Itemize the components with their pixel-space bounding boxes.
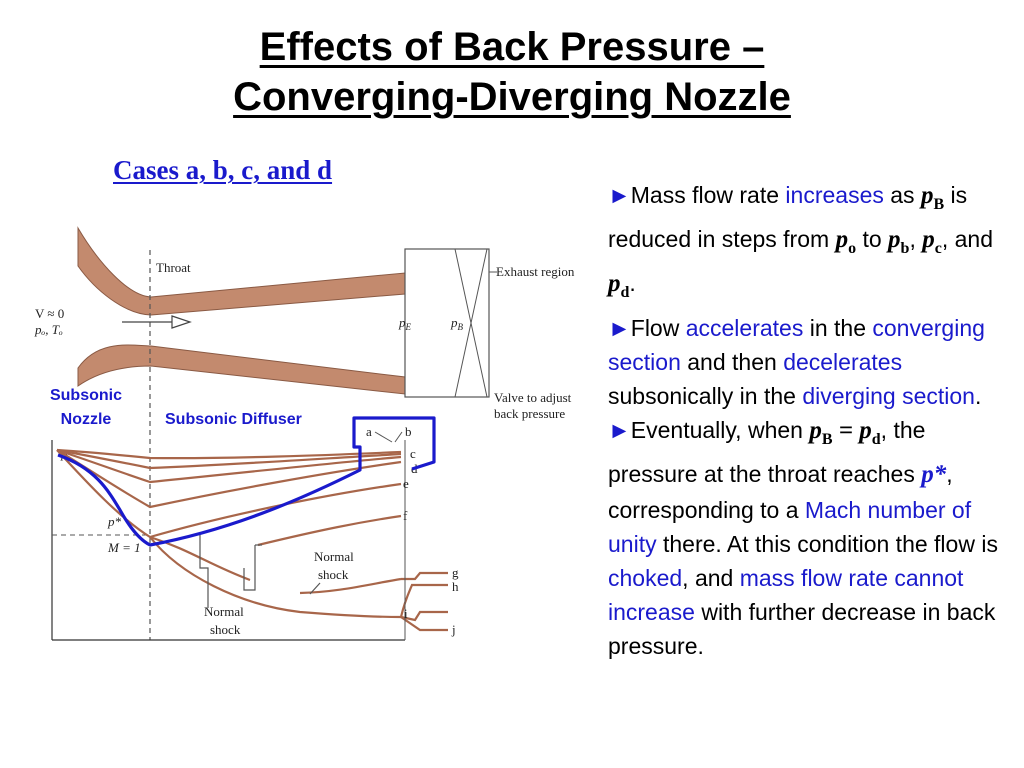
curve-f [257, 514, 402, 547]
normal-shock-left-line-2: shock [210, 622, 241, 637]
exit-curves [399, 571, 448, 632]
inlet-conditions-label: pₒ, Tₒ [34, 322, 63, 337]
symbol-pc: pc [922, 226, 942, 258]
highlight-mass-flow: mass flow rate cannot increase [608, 565, 964, 626]
symbol-pd: pd [608, 270, 630, 302]
curve-letter-c: c [410, 446, 416, 461]
highlight-mach: Mach number of unity [608, 496, 972, 557]
right-shock-pointer [309, 582, 321, 595]
symbol-pb: pb [888, 226, 910, 258]
shock-lines [199, 535, 321, 608]
cases-subtitle: Cases a, b, c, and d [113, 155, 333, 185]
valve-label-line-2: back pressure [494, 406, 565, 421]
exit-g [401, 571, 448, 581]
curve-b [56, 448, 402, 470]
curve-e [56, 449, 402, 539]
center-shock [243, 545, 256, 591]
pe-label: pE [398, 315, 412, 332]
bullet-mass-flow: ►Mass flow rate increases as pB is reduc… [608, 182, 993, 302]
pb-label: pB [450, 315, 464, 332]
lower-nozzle-wall [77, 344, 406, 395]
symbol-po: po [835, 226, 857, 258]
normal-shock-right-line-2: shock [318, 567, 349, 582]
exit-h [399, 583, 448, 618]
normal-shock-right-line-1: Normal [314, 549, 354, 564]
valve-label-line-1: Valve to adjust [494, 390, 572, 405]
velocity-label: V ≈ 0 [35, 306, 64, 321]
exit-j [400, 616, 448, 632]
normal-shock-left-line-1: Normal [204, 604, 244, 619]
nozzle-diagram: Throat V ≈ 0 pₒ, Tₒ Exhaust region pE pB… [34, 226, 575, 641]
curve-letter-i: i [404, 606, 408, 621]
pstar-label: p* [107, 514, 122, 529]
case-d-highlight [57, 416, 436, 547]
curve-letter-j: j [451, 622, 456, 637]
curve-letter-a: a [366, 424, 372, 439]
curve-letter-h: h [452, 579, 459, 594]
title-line-1: Effects of Back Pressure – [259, 25, 765, 69]
upper-nozzle-wall [77, 226, 406, 316]
highlight-diverging: diverging section [802, 383, 975, 410]
bullet-marker: ► [608, 314, 631, 341]
highlight-choked: choked [608, 565, 683, 592]
highlight-converging: converging section [608, 314, 985, 375]
curve-g [299, 577, 402, 595]
exit-i [400, 610, 448, 622]
curve-letter-f: f [403, 508, 408, 523]
subsonic-nozzle-line-2: Nozzle [61, 411, 112, 428]
curve-letter-e: e [403, 476, 409, 491]
valve-line-2 [454, 248, 488, 398]
mach-label: M = 1 [107, 540, 141, 555]
subsonic-nozzle-line-1: Subsonic [50, 387, 122, 404]
explanation-bullets: ►Mass flow rate increases as pB is reduc… [608, 178, 1008, 664]
bullet-flow: ►Flow accelerates in the converging sect… [608, 314, 985, 410]
left-shock [199, 535, 209, 608]
subsonic-diffuser-label: Subsonic Diffuser [165, 411, 302, 428]
highlight-increases: increases [785, 182, 884, 208]
curve-letter-g: g [452, 565, 459, 580]
exhaust-region-box [404, 248, 490, 398]
flow-arrow-head [171, 315, 192, 329]
page-title: Effects of Back Pressure – Converging-Di… [0, 22, 1024, 122]
title-line-2: Converging-Diverging Nozzle [233, 75, 791, 119]
highlight-decelerates: decelerates [783, 348, 903, 375]
symbol-pB: pB [920, 182, 945, 213]
curve-a [56, 448, 402, 460]
bullet-marker: ► [608, 417, 631, 444]
bullet-choked: ►Eventually, when pB = pd, the pressure … [608, 417, 998, 660]
highlight-accelerates: accelerates [685, 314, 804, 341]
symbol-pstar: p* [921, 461, 947, 489]
curve-d [56, 449, 402, 509]
curve-h-expansion [149, 536, 402, 619]
bullet-marker: ► [608, 182, 631, 208]
symbol-pB-eq: pB = pd [809, 417, 881, 449]
exhaust-region-label: Exhaust region [496, 264, 575, 279]
throat-label: Throat [156, 260, 191, 275]
curve-letter-b: b [405, 424, 412, 439]
curve-c [56, 448, 402, 484]
